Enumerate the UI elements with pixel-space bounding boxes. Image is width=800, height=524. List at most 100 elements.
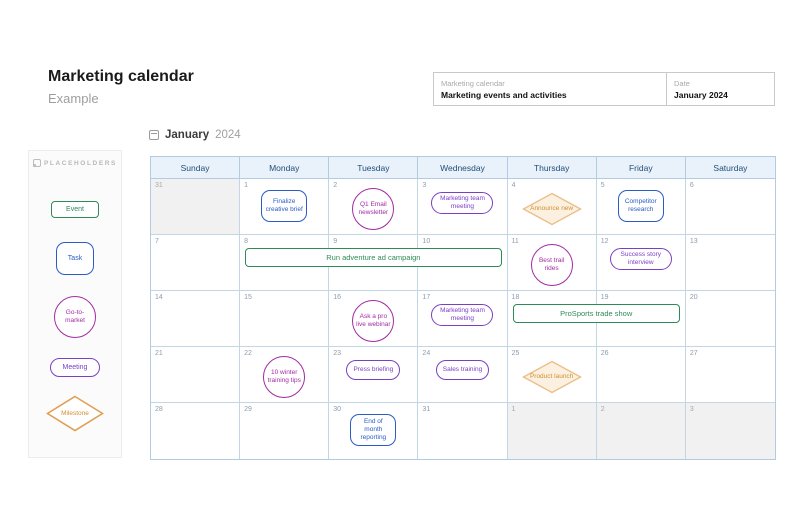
weekday-saturday: Saturday (685, 157, 775, 179)
legend-event-shape[interactable]: Event (51, 201, 99, 218)
calendar-event-meeting[interactable]: Marketing team meeting (431, 192, 494, 215)
calendar-event-event[interactable]: Run adventure ad campaign (245, 248, 502, 267)
weekday-tuesday: Tuesday (329, 157, 419, 179)
calendar-event-label: Run adventure ad campaign (326, 253, 421, 262)
day-cell[interactable]: 13 (685, 235, 775, 291)
day-number: 2 (333, 182, 338, 189)
calendar-event-label: Sales training (442, 365, 483, 373)
day-cell[interactable]: 2 Q1 Email newsletter (329, 179, 419, 235)
meta-table: Marketing calendar Marketing events and … (433, 72, 775, 106)
calendar-event-meeting[interactable]: Marketing team meeting (431, 304, 494, 327)
month-name: January (165, 129, 210, 141)
legend-meeting-shape[interactable]: Meeting (50, 358, 100, 377)
weekday-sunday: Sunday (151, 157, 241, 179)
page-title: Marketing calendar (48, 68, 194, 85)
calendar-event-label: Product launch (529, 372, 574, 380)
day-cell[interactable]: 21 (151, 347, 241, 403)
legend-task-label: Task (67, 255, 83, 262)
day-cell[interactable]: 3 (685, 403, 775, 459)
calendar-event-label: Press briefing (353, 365, 394, 373)
day-number: 18 (511, 294, 520, 301)
legend-go-to-market-label: Go-to-market (65, 308, 85, 324)
calendar-event-meeting[interactable]: Success story interview (609, 248, 672, 271)
day-cell[interactable]: 1 (507, 403, 597, 459)
day-number: 1 (244, 182, 249, 189)
day-cell[interactable]: 20 (685, 291, 775, 347)
calendar-event-gtm[interactable]: Q1 Email newsletter (352, 188, 395, 230)
day-number: 14 (155, 294, 163, 301)
meta-label-date: Date (674, 78, 690, 88)
weekday-thursday: Thursday (507, 157, 597, 179)
day-cell[interactable]: 28 (151, 403, 241, 459)
day-number: 20 (689, 294, 698, 301)
calendar-event-milestone[interactable]: Announce new (521, 192, 582, 226)
day-cell[interactable]: 7 (151, 235, 241, 291)
placeholders-logo-text: PLACEHOLDERS (43, 159, 117, 167)
day-number: 3 (689, 406, 694, 413)
legend-task-shape[interactable]: Task (56, 242, 94, 275)
calendar-event-gtm[interactable]: Best trail rides (530, 244, 573, 286)
month-year: 2024 (215, 129, 241, 141)
day-cell[interactable]: 26 (596, 347, 686, 403)
placeholders-logo-icon (32, 159, 41, 167)
day-number: 16 (333, 294, 342, 301)
calendar-event-label: Ask a pro live webinar (356, 312, 391, 328)
calendar-event-label: Q1 Email newsletter (358, 200, 389, 216)
day-number: 7 (155, 238, 159, 245)
calendar-event-meeting[interactable]: Press briefing (346, 360, 401, 380)
diamond-icon (521, 360, 582, 394)
day-cell[interactable]: 27 (685, 347, 775, 403)
day-number: 23 (333, 350, 342, 357)
meta-cell-date[interactable]: Date January 2024 (667, 73, 774, 105)
day-cell[interactable]: 6 (685, 179, 775, 235)
calendar-event-label: Marketing team meeting (440, 195, 485, 211)
day-number: 5 (600, 182, 605, 189)
legend-sidebar: PLACEHOLDERS Event Task Go-to-market Mee… (28, 150, 122, 458)
calendar-icon (149, 130, 159, 140)
calendar-event-task[interactable]: Competitor research (617, 190, 664, 222)
month-header: January 2024 (149, 129, 241, 141)
day-cell[interactable]: 14 (151, 291, 241, 347)
day-cell[interactable]: 2 (596, 403, 686, 459)
calendar-event-meeting[interactable]: Sales training (435, 360, 490, 380)
meta-label-description: Marketing calendar (441, 78, 505, 88)
day-number: 24 (422, 350, 431, 357)
calendar-event-label: Success story interview (620, 251, 661, 267)
day-cell[interactable]: 15 (240, 291, 330, 347)
legend-go-to-market-shape[interactable]: Go-to-market (54, 296, 96, 338)
day-number: 8 (244, 238, 249, 245)
legend-milestone-shape[interactable]: Milestone (46, 395, 104, 432)
day-number: 26 (600, 350, 609, 357)
day-number: 11 (511, 238, 519, 245)
calendar-event-task[interactable]: End of month reporting (350, 414, 397, 446)
calendar-event-task[interactable]: Finalize creative brief (261, 190, 308, 222)
placeholders-logo: PLACEHOLDERS (29, 159, 121, 167)
day-cell[interactable]: 31 (418, 403, 508, 459)
meta-cell-description[interactable]: Marketing calendar Marketing events and … (434, 73, 667, 105)
calendar-event-gtm[interactable]: Ask a pro live webinar (352, 300, 395, 342)
calendar-event-label: Marketing team meeting (440, 307, 485, 323)
day-number: 25 (511, 350, 520, 357)
day-cell[interactable]: 29 (240, 403, 330, 459)
day-number: 27 (689, 350, 698, 357)
calendar-event-milestone[interactable]: Product launch (521, 360, 582, 394)
calendar-event-gtm[interactable]: 10 winter training tips (263, 356, 306, 398)
calendar-event-event[interactable]: ProSports trade show (512, 304, 680, 323)
day-cell[interactable]: 31 (151, 179, 241, 235)
weekday-monday: Monday (240, 157, 330, 179)
